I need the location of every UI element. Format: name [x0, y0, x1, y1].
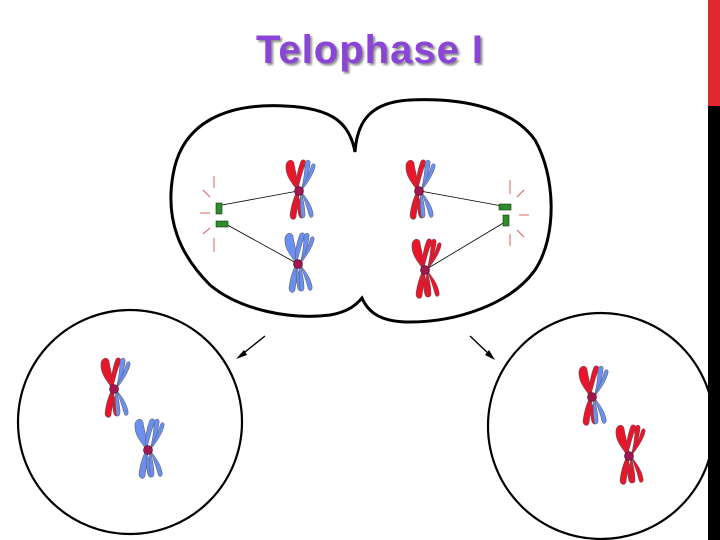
slide-title: Telophase I	[255, 28, 485, 72]
chromosome-icon	[284, 232, 315, 293]
left-centrosome	[200, 176, 229, 252]
spindle-fiber	[221, 221, 299, 265]
daughter-cell-left	[16, 308, 244, 536]
chromosome-icon	[100, 357, 131, 418]
chromosome-icon	[615, 424, 646, 485]
dividing-cell-membrane	[169, 98, 553, 324]
chromosome-icon	[578, 365, 609, 426]
down-right-arrow-icon	[469, 335, 495, 360]
chromosome-icon	[411, 238, 442, 299]
spindle-fiber	[424, 221, 506, 271]
daughter-cell-right	[486, 311, 716, 540]
spindle-fiber	[419, 190, 503, 207]
spindle-fiber	[221, 190, 299, 206]
down-left-arrow-icon	[236, 335, 266, 359]
accent-bar-red	[708, 0, 720, 106]
right-centrosome	[498, 180, 529, 246]
chromosome-icon	[134, 418, 165, 479]
chromosome-icon	[285, 159, 316, 220]
accent-bar-black	[708, 106, 720, 540]
chromosome-icon	[405, 159, 436, 220]
